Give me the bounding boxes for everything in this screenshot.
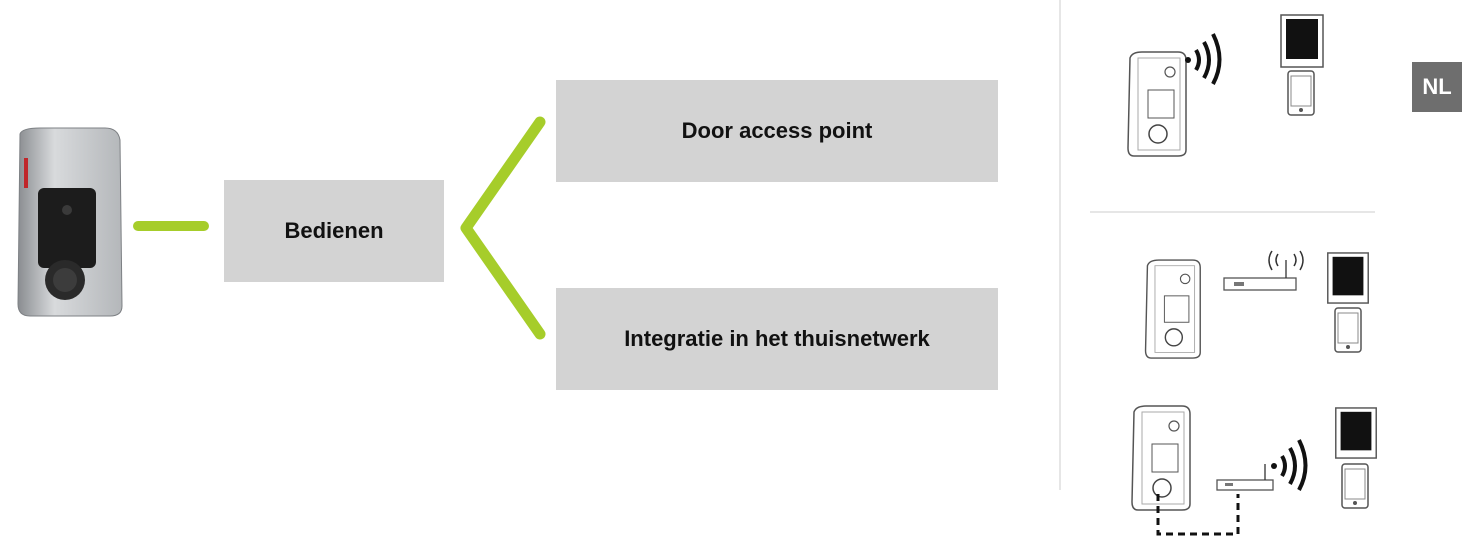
wallbox-outline-icon — [1127, 51, 1187, 157]
wallbox-outline-icon — [1144, 259, 1201, 359]
wallbox-charger-image — [17, 127, 123, 317]
tablet-icon — [1335, 407, 1377, 459]
wallbox-outline-icon — [1131, 405, 1191, 511]
operate-label: Bedienen — [284, 218, 384, 243]
tablet-icon — [1327, 252, 1369, 304]
home-network-box: Integratie in het thuisnetwerk — [556, 288, 998, 390]
wifi-signal-icon — [1185, 33, 1222, 85]
tablet-icon — [1280, 14, 1324, 68]
smartphone-icon — [1334, 307, 1362, 353]
operate-box: Bedienen — [224, 180, 444, 282]
access-point-label: Door access point — [681, 118, 873, 143]
router-icon — [1216, 464, 1274, 491]
home-network-label: Integratie in het thuisnetwerk — [624, 326, 930, 351]
smartphone-icon — [1287, 70, 1315, 116]
access-point-box: Door access point — [556, 80, 998, 182]
connector-branch — [460, 116, 546, 340]
smartphone-icon — [1341, 463, 1369, 509]
language-badge[interactable]: NL — [1412, 62, 1462, 112]
ethernet-cable-icon — [1156, 494, 1240, 536]
wifi-signal-icon — [1271, 439, 1308, 491]
router-icon — [1223, 250, 1304, 291]
